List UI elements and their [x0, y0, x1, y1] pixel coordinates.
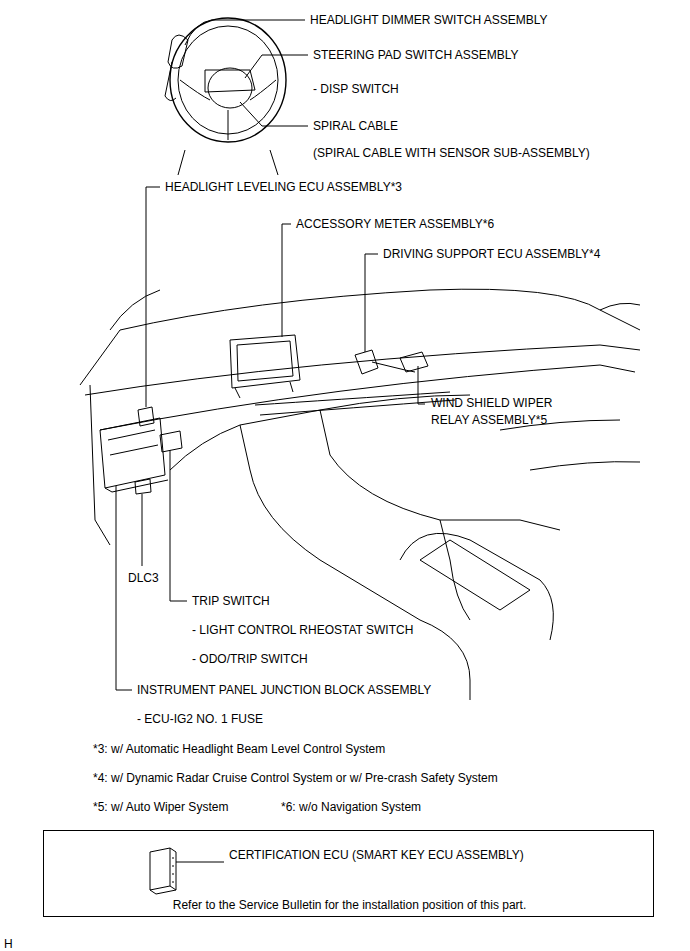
junction-block — [100, 418, 168, 492]
steering-wheel — [165, 18, 286, 175]
meter-part — [230, 335, 300, 398]
footnote: *4: w/ Dynamic Radar Cruise Control Syst… — [93, 770, 498, 787]
part-label: HEADLIGHT DIMMER SWITCH ASSEMBLY — [310, 12, 548, 29]
sub-part-label: - ODO/TRIP SWITCH — [192, 651, 308, 668]
note-text: Refer to the Service Bulletin for the in… — [173, 897, 527, 913]
part-label: DLC3 — [128, 570, 159, 587]
part-label: TRIP SWITCH — [192, 593, 270, 610]
part-label: DRIVING SUPPORT ECU ASSEMBLY*4 — [383, 246, 600, 263]
part-name: CERTIFICATION ECU (SMART KEY ECU ASSEMBL… — [229, 847, 524, 863]
part-label: (SPIRAL CABLE WITH SENSOR SUB-ASSEMBLY) — [313, 145, 590, 162]
part-label: SPIRAL CABLE — [313, 118, 398, 135]
part-label: INSTRUMENT PANEL JUNCTION BLOCK ASSEMBLY — [137, 682, 431, 699]
dlc3-part — [135, 479, 151, 494]
footnote: *5: w/ Auto Wiper System — [93, 799, 228, 816]
figure-code: H — [4, 936, 13, 951]
note-box: CERTIFICATION ECU (SMART KEY ECU ASSEMBL… — [43, 830, 654, 917]
ecu-icon — [150, 848, 224, 894]
ecu-part — [355, 350, 415, 374]
leader-lines — [116, 20, 425, 690]
relay-part — [400, 352, 428, 372]
trip-switch — [160, 431, 182, 452]
part-label: STEERING PAD SWITCH ASSEMBLY — [313, 47, 519, 64]
sub-part-label: - LIGHT CONTROL RHEOSTAT SWITCH — [192, 622, 413, 639]
part-label: HEADLIGHT LEVELING ECU ASSEMBLY*3 — [165, 179, 402, 196]
part-label: ACCESSORY METER ASSEMBLY*6 — [296, 216, 494, 233]
footnote: *6: w/o Navigation System — [281, 799, 421, 816]
part-label: WIND SHIELD WIPER RELAY ASSEMBLY*5 — [431, 395, 576, 429]
footnote: *3: w/ Automatic Headlight Beam Level Co… — [93, 741, 385, 758]
dashboard — [80, 289, 640, 700]
sub-part-label: - ECU-IG2 NO. 1 FUSE — [137, 711, 263, 728]
leveling-ecu — [138, 407, 154, 426]
sub-part-label: - DISP SWITCH — [313, 81, 399, 98]
